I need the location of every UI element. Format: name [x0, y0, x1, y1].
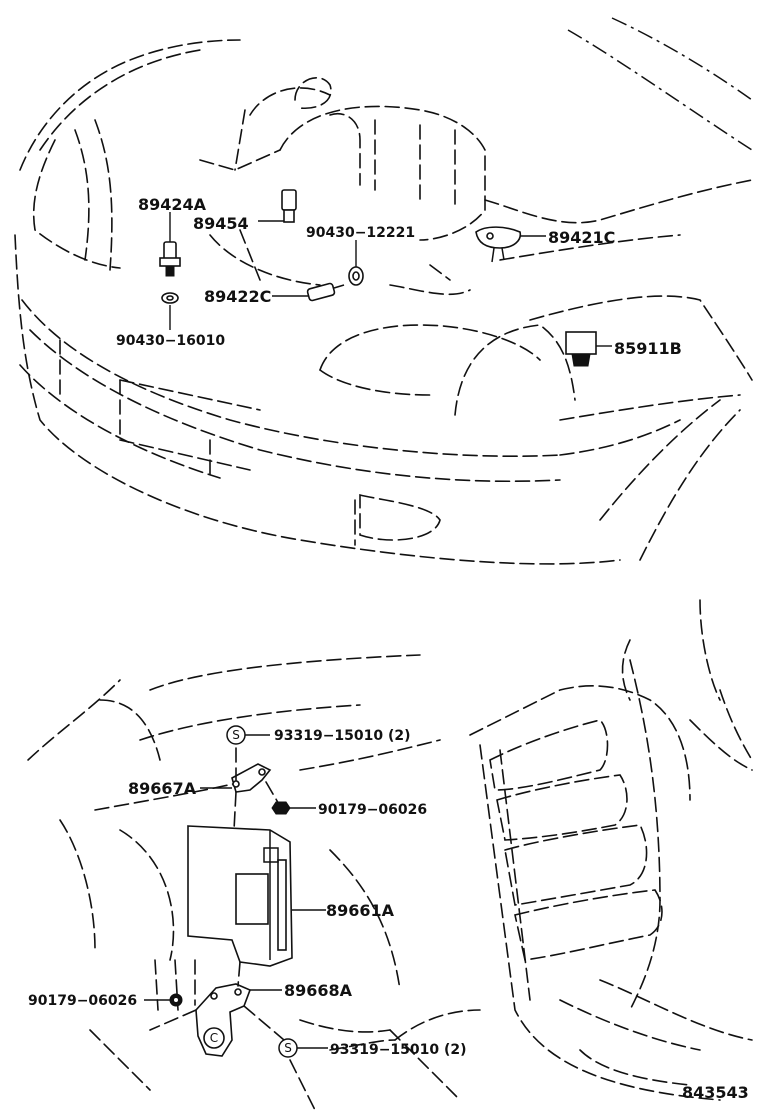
screw-93319-bottom: S [278, 1038, 328, 1058]
sensor-89454 [258, 189, 297, 223]
figure-id: 843543 [682, 1083, 749, 1102]
sensor-89424A [159, 212, 181, 277]
sensor-89422C [272, 282, 345, 302]
c-symbol-bracket: C [210, 1031, 218, 1045]
screw-93319-top: S [226, 725, 270, 745]
label-89668A: 89668A [284, 981, 353, 1000]
s-symbol-bottom: S [284, 1041, 292, 1055]
label-85911B: 85911B [614, 339, 682, 358]
nut-90179-right [271, 801, 316, 815]
label-90430-12221: 90430−12221 [306, 225, 415, 241]
sensor-89421C [475, 226, 546, 263]
label-90179-06026-left: 90179−06026 [28, 993, 137, 1009]
label-90430-16010: 90430−16010 [116, 333, 225, 349]
ecu-89661A [187, 825, 326, 967]
label-89661A: 89661A [326, 901, 395, 920]
s-symbol-top: S [232, 728, 240, 742]
relay-85911B [565, 331, 612, 367]
interior-outline [27, 599, 753, 1111]
label-90179-06026-right: 90179−06026 [318, 802, 427, 818]
car-front-outline [14, 17, 753, 565]
label-89454: 89454 [193, 214, 249, 233]
washer-90430-16010 [161, 292, 179, 330]
bracket-89668A: C [149, 961, 285, 1057]
label-89424A: 89424A [138, 195, 207, 214]
label-89667A: 89667A [128, 779, 197, 798]
label-93319-15010-bottom: 93319−15010 (2) [330, 1042, 467, 1058]
nut-90179-left [144, 993, 183, 1007]
label-89422C: 89422C [204, 287, 271, 306]
label-89421C: 89421C [548, 228, 615, 247]
washer-90430-12221 [348, 240, 364, 286]
bracket-89667A [200, 747, 281, 831]
label-93319-15010-top: 93319−15010 (2) [274, 728, 411, 744]
